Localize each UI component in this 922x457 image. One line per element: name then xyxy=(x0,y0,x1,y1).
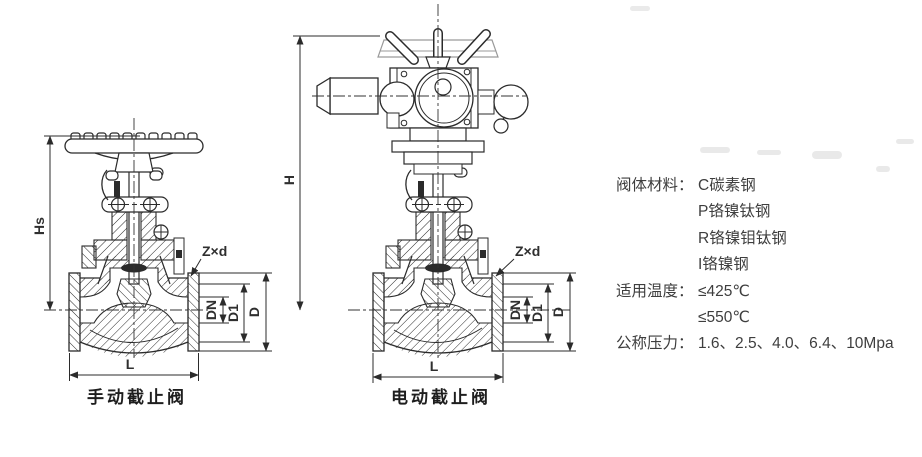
spec-value: R铬镍钼钛钢 xyxy=(698,229,787,247)
spec-label xyxy=(616,305,698,331)
manual-valve-dimensions xyxy=(44,135,272,381)
electric-dim-dn: DN xyxy=(507,300,523,320)
manual-dim-d: D xyxy=(246,307,262,317)
spec-row-pressure: 公称压力： 1.6、2.5、4.0、6.4、10Mpa xyxy=(616,331,916,357)
manual-dim-hs: Hs xyxy=(31,217,47,235)
spec-value: ≤550℃ xyxy=(698,309,750,327)
spec-row-material-4: I铬镍钢 xyxy=(616,252,916,278)
spec-row-material-2: P铬镍钛钢 xyxy=(616,199,916,225)
spec-value: ≤425℃ xyxy=(698,282,750,300)
spec-row-material-3: R铬镍钼钛钢 xyxy=(616,226,916,252)
electric-valve-drawing: H L DN D1 D Z×d 电动截止阀 xyxy=(281,4,576,407)
electric-actuator xyxy=(316,28,529,175)
spec-label: 适用温度： xyxy=(616,282,694,300)
spec-row-temperature: 适用温度： ≤425℃ xyxy=(616,279,916,305)
manual-valve-caption: 手动截止阀 xyxy=(87,387,187,407)
manual-dim-zxd: Z×d xyxy=(202,243,227,259)
electric-dim-zxd: Z×d xyxy=(515,243,540,259)
manual-dim-l: L xyxy=(126,356,135,372)
spec-value: I铬镍钢 xyxy=(698,256,749,274)
manual-dim-dn: DN xyxy=(203,300,219,320)
spec-label xyxy=(616,226,698,252)
manual-dim-d1: D1 xyxy=(225,304,241,322)
spec-value: P铬镍钛钢 xyxy=(698,203,771,221)
manual-valve-drawing: Hs L DN D1 D Z×d 手动截止阀 xyxy=(31,118,272,407)
scan-artifact xyxy=(630,6,914,172)
spec-label xyxy=(616,199,698,225)
spec-row-temperature-2: ≤550℃ xyxy=(616,305,916,331)
electric-dim-l: L xyxy=(430,358,439,374)
spec-row-body-material: 阀体材料： C碳素钢 xyxy=(616,173,916,199)
spec-text-block: 阀体材料： C碳素钢 P铬镍钛钢 R铬镍钼钛钢 I铬镍钢 适用温度： ≤425℃… xyxy=(616,173,916,358)
electric-dim-h: H xyxy=(281,175,297,185)
electric-valve-dimensions xyxy=(293,35,576,383)
spec-label xyxy=(616,252,698,278)
electric-dim-d1: D1 xyxy=(529,304,545,322)
spec-value: C碳素钢 xyxy=(698,177,756,194)
spec-value: 1.6、2.5、4.0、6.4、10Mpa xyxy=(698,335,894,353)
electric-valve-caption: 电动截止阀 xyxy=(391,387,491,407)
electric-dim-d: D xyxy=(550,307,566,317)
spec-label: 阀体材料： xyxy=(616,177,694,194)
spec-label: 公称压力： xyxy=(616,335,694,353)
